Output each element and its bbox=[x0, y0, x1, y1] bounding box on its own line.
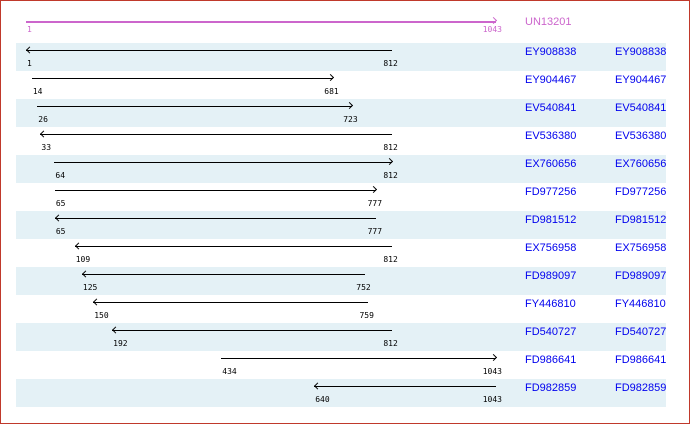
alignment-line bbox=[74, 246, 392, 247]
hit-id[interactable]: FD982859 bbox=[525, 382, 577, 394]
arrow-right-icon bbox=[385, 157, 393, 166]
start-position: 192 bbox=[113, 339, 128, 348]
hit-link[interactable]: EV540841 bbox=[615, 102, 667, 114]
end-position: 723 bbox=[343, 115, 358, 124]
end-position: 777 bbox=[367, 199, 383, 208]
end-position: 812 bbox=[383, 59, 398, 68]
hit-link[interactable]: EX756958 bbox=[615, 242, 667, 254]
hit-row: 434 1043 FD986641 FD986641 bbox=[16, 351, 666, 379]
start-position: 640 bbox=[315, 395, 330, 404]
hit-row: 125 752 FD989097 FD989097 bbox=[16, 267, 666, 295]
end-position: 777 bbox=[367, 227, 383, 236]
arrow-left-icon bbox=[40, 130, 48, 138]
arrow-left-icon bbox=[81, 270, 89, 278]
start-position: 33 bbox=[41, 143, 52, 152]
hit-id[interactable]: EV536380 bbox=[525, 130, 577, 142]
hit-row: 33 812 EV536380 EV536380 bbox=[16, 127, 666, 155]
arrow-left-icon bbox=[112, 326, 120, 334]
hit-link[interactable]: EY908838 bbox=[615, 46, 667, 58]
alignment-line bbox=[54, 190, 376, 191]
arrow-right-icon bbox=[326, 73, 334, 82]
hit-link[interactable]: EX760656 bbox=[615, 158, 667, 170]
hit-id[interactable]: FD989097 bbox=[525, 270, 577, 282]
end-position: 681 bbox=[324, 87, 339, 96]
hit-row: 109 812 EX756958 EX756958 bbox=[16, 239, 666, 267]
query-row: 1 1043 UN13201 bbox=[16, 15, 666, 43]
query-name: UN13201 bbox=[525, 16, 572, 28]
hit-row: 1 812 EY908838 EY908838 bbox=[16, 43, 666, 71]
alignment-line bbox=[40, 134, 392, 135]
start-position: 65 bbox=[55, 227, 66, 236]
end-position: 812 bbox=[383, 143, 398, 152]
end-position: 1043 bbox=[482, 367, 502, 376]
hit-link[interactable]: EV536380 bbox=[615, 130, 667, 142]
alignment-line bbox=[112, 330, 392, 331]
end-position: 1043 bbox=[482, 395, 502, 404]
start-position: 65 bbox=[55, 199, 66, 208]
hit-row: 26 723 EV540841 EV540841 bbox=[16, 99, 666, 127]
start-position: 64 bbox=[55, 171, 66, 180]
hit-row: 65 777 FD981512 FD981512 bbox=[16, 211, 666, 239]
hit-id[interactable]: FD977256 bbox=[525, 186, 577, 198]
start-position: 109 bbox=[75, 255, 91, 264]
hit-row: 192 812 FD540727 FD540727 bbox=[16, 323, 666, 351]
hit-row: 65 777 FD977256 FD977256 bbox=[16, 183, 666, 211]
arrow-left-icon bbox=[93, 298, 101, 306]
arrow-left-icon bbox=[74, 242, 82, 250]
start-position: 125 bbox=[82, 283, 98, 292]
hit-link[interactable]: FD982859 bbox=[615, 382, 667, 394]
alignment-line bbox=[93, 302, 368, 303]
hit-id[interactable]: EX760656 bbox=[525, 158, 577, 170]
hit-id[interactable]: FD986641 bbox=[525, 354, 577, 366]
start-position: 1 bbox=[27, 25, 32, 34]
hit-link[interactable]: FD977256 bbox=[615, 186, 667, 198]
end-position: 752 bbox=[356, 283, 371, 292]
arrow-left-icon bbox=[314, 382, 322, 390]
hit-link[interactable]: FY446810 bbox=[615, 298, 666, 310]
alignment-line bbox=[37, 106, 352, 107]
hit-id[interactable]: FY446810 bbox=[525, 298, 576, 310]
alignment-line bbox=[54, 218, 376, 219]
hit-link[interactable]: EY904467 bbox=[615, 74, 667, 86]
alignment-line bbox=[81, 274, 365, 275]
hit-id[interactable]: EX756958 bbox=[525, 242, 577, 254]
start-position: 150 bbox=[94, 311, 109, 320]
arrow-right-icon bbox=[345, 101, 353, 110]
hit-id[interactable]: FD540727 bbox=[525, 326, 577, 338]
start-position: 434 bbox=[222, 367, 237, 376]
alignment-line bbox=[54, 162, 392, 163]
end-position: 812 bbox=[383, 171, 398, 180]
hit-link[interactable]: FD981512 bbox=[615, 214, 667, 226]
start-position: 1 bbox=[27, 59, 32, 68]
hit-link[interactable]: FD986641 bbox=[615, 354, 667, 366]
end-position: 812 bbox=[383, 339, 398, 348]
query-line bbox=[26, 21, 496, 23]
arrow-right-icon bbox=[369, 185, 378, 194]
hit-id[interactable]: FD981512 bbox=[525, 214, 577, 226]
alignment-line bbox=[26, 50, 392, 51]
alignment-line bbox=[314, 386, 496, 387]
arrow-right-icon bbox=[489, 353, 498, 362]
hit-id[interactable]: EY904467 bbox=[525, 74, 577, 86]
arrow-left-icon bbox=[26, 46, 34, 54]
start-position: 26 bbox=[38, 115, 48, 124]
end-position: 759 bbox=[359, 311, 374, 320]
hit-row: 64 812 EX760656 EX760656 bbox=[16, 155, 666, 183]
alignment-line bbox=[31, 78, 333, 79]
end-position: 812 bbox=[383, 255, 398, 264]
hit-row: 640 1043 FD982859 FD982859 bbox=[16, 379, 666, 407]
hit-link[interactable]: FD989097 bbox=[615, 270, 667, 282]
hit-id[interactable]: EY908838 bbox=[525, 46, 577, 58]
alignment-line bbox=[221, 358, 496, 359]
hit-link[interactable]: FD540727 bbox=[615, 326, 667, 338]
hit-row: 14 681 EY904467 EY904467 bbox=[16, 71, 666, 99]
hit-row: 150 759 FY446810 FY446810 bbox=[16, 295, 666, 323]
start-position: 14 bbox=[32, 87, 43, 96]
hit-id[interactable]: EV540841 bbox=[525, 102, 577, 114]
arrow-left-icon bbox=[54, 214, 62, 222]
end-position: 1043 bbox=[482, 25, 502, 34]
